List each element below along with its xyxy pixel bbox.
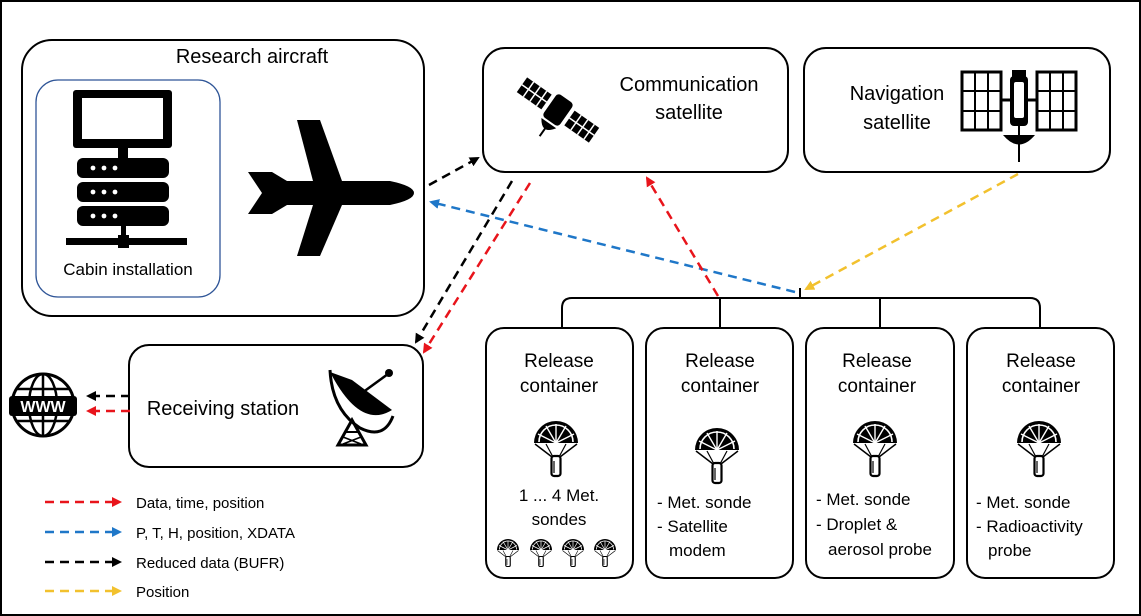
container-1-title-line1: Release [524, 351, 594, 372]
satellite-dish-icon [328, 369, 395, 447]
research-aircraft-title: Research aircraft [176, 46, 329, 68]
container-3-desc-line1: - Met. sonde [816, 490, 911, 509]
server-icon [66, 90, 187, 248]
containers-bracket [561, 288, 1041, 328]
legend-label-2: P, T, H, position, XDATA [136, 525, 295, 542]
nav-satellite-line1: Navigation [850, 83, 945, 105]
container-4-title-line2: container [1002, 376, 1081, 397]
cabin-installation-box: Cabin installation [35, 79, 221, 298]
arrow-sondes-to-comm-sat [645, 176, 720, 297]
nav-satellite-icon [960, 70, 1078, 162]
release-container-1: Release container 1 ... 4 Met. sondes [485, 327, 634, 579]
www-label: WWW [20, 399, 66, 416]
legend-item-position: Position [45, 584, 189, 601]
arrow-aircraft-to-comm-sat [428, 156, 480, 187]
legend: Data, time, position P, T, H, position, … [45, 495, 295, 601]
arrow-comm-sat-to-station-black [414, 180, 514, 344]
container-1-title-line2: container [520, 376, 599, 397]
container-4-title-line1: Release [1006, 351, 1076, 372]
legend-item-data-time-position: Data, time, position [45, 495, 264, 512]
container-2-desc-line2: - Satellite [657, 517, 728, 536]
container-4-desc-line3: probe [988, 541, 1031, 560]
connection-arrows [86, 156, 1019, 416]
container-3-title-line2: container [838, 376, 917, 397]
arrow-comm-sat-to-station-red [422, 182, 532, 354]
release-container-2: Release container - Met. sonde - Satelli… [645, 327, 794, 579]
release-container-3: Release container - Met. sonde - Droplet… [805, 327, 955, 579]
container-2-title-line1: Release [685, 351, 755, 372]
research-aircraft-box: Research aircraft Cabin installation [21, 39, 425, 317]
legend-label-3: Reduced data (BUFR) [136, 555, 284, 572]
receiving-station-box: Receiving station [128, 344, 424, 468]
receiving-station-label: Receiving station [147, 398, 299, 420]
communication-satellite-box: Communication satellite [482, 47, 789, 173]
container-3-title-line1: Release [842, 351, 912, 372]
cabin-installation-label: Cabin installation [63, 260, 192, 279]
airplane-icon [248, 120, 414, 256]
container-4-desc-line2: - Radioactivity [976, 517, 1083, 536]
container-1-desc-line2: sondes [532, 510, 587, 529]
release-container-4: Release container - Met. sonde - Radioac… [966, 327, 1115, 579]
nav-satellite-line2: satellite [863, 112, 931, 134]
legend-item-reduced-data: Reduced data (BUFR) [45, 555, 284, 572]
comm-satellite-line1: Communication [620, 74, 759, 96]
arrow-sondes-to-aircraft [429, 199, 796, 294]
container-2-desc-line1: - Met. sonde [657, 493, 752, 512]
container-2-desc-line3: modem [669, 541, 726, 560]
container-4-desc-line1: - Met. sonde [976, 493, 1071, 512]
comm-satellite-line2: satellite [655, 102, 723, 124]
legend-item-pth-xdata: P, T, H, position, XDATA [45, 525, 295, 542]
legend-label-1: Data, time, position [136, 495, 264, 512]
container-2-title-line2: container [681, 376, 760, 397]
legend-label-4: Position [136, 584, 189, 601]
www-globe-icon: WWW [9, 372, 77, 438]
container-3-desc-line3: aerosol probe [828, 540, 932, 559]
comm-satellite-icon [516, 77, 600, 143]
navigation-satellite-box: Navigation satellite [803, 47, 1111, 173]
arrow-nav-sat-to-sondes [804, 172, 1019, 291]
container-3-desc-line2: - Droplet & [816, 515, 898, 534]
container-1-desc-line1: 1 ... 4 Met. [519, 486, 599, 505]
